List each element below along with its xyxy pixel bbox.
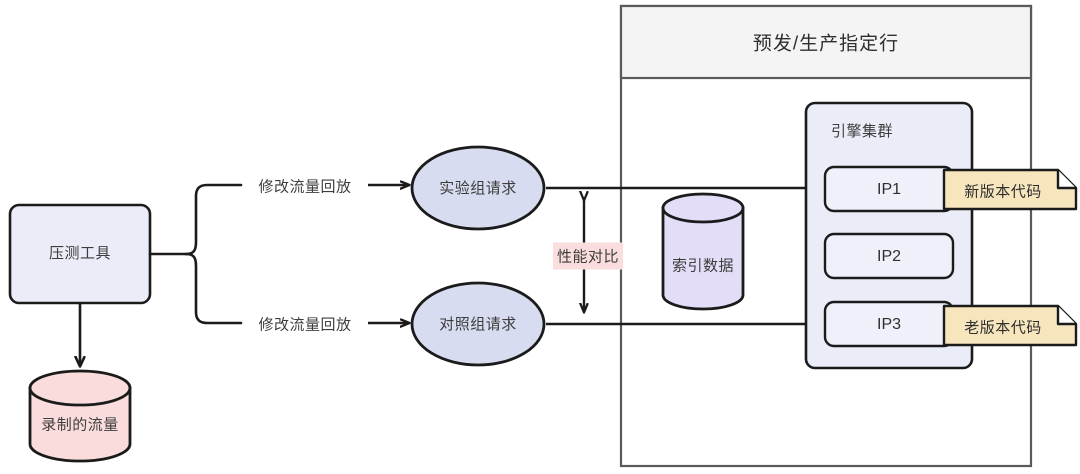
ip2-box-shape	[823, 232, 955, 280]
ip2-label: IP2	[876, 248, 902, 265]
new-version-note-label: 新版本代码	[964, 183, 1042, 201]
recorded-traffic-cylinder-shape	[28, 369, 132, 463]
old-version-note-label: 老版本代码	[964, 319, 1042, 337]
ip3-label: IP3	[876, 316, 902, 333]
ip1-label: IP1	[876, 181, 902, 198]
performance-comparison-label: 性能对比	[552, 242, 624, 270]
page-title: 预发/生产指定行	[752, 33, 900, 55]
new-version-note-shape	[942, 168, 1078, 211]
experiment-request-ellipse-shape	[410, 145, 546, 231]
old-version-note-shape	[942, 304, 1078, 347]
experiment-request-label: 实验组请求	[439, 179, 517, 197]
edge-label-modify-replay-top: 修改流量回放	[255, 174, 355, 198]
control-request-label: 对照组请求	[439, 315, 517, 333]
index-data-label: 索引数据	[671, 257, 735, 275]
engine-cluster-title: 引擎集群	[831, 123, 894, 140]
control-request-ellipse-shape	[410, 281, 546, 367]
branch-splitter	[148, 183, 243, 325]
edge-label-modify-replay-bottom: 修改流量回放	[255, 312, 355, 336]
index-data-cylinder-shape	[661, 192, 745, 311]
stress-tool-label: 压测工具	[48, 244, 112, 262]
recorded-traffic-label: 录制的流量	[41, 416, 119, 434]
